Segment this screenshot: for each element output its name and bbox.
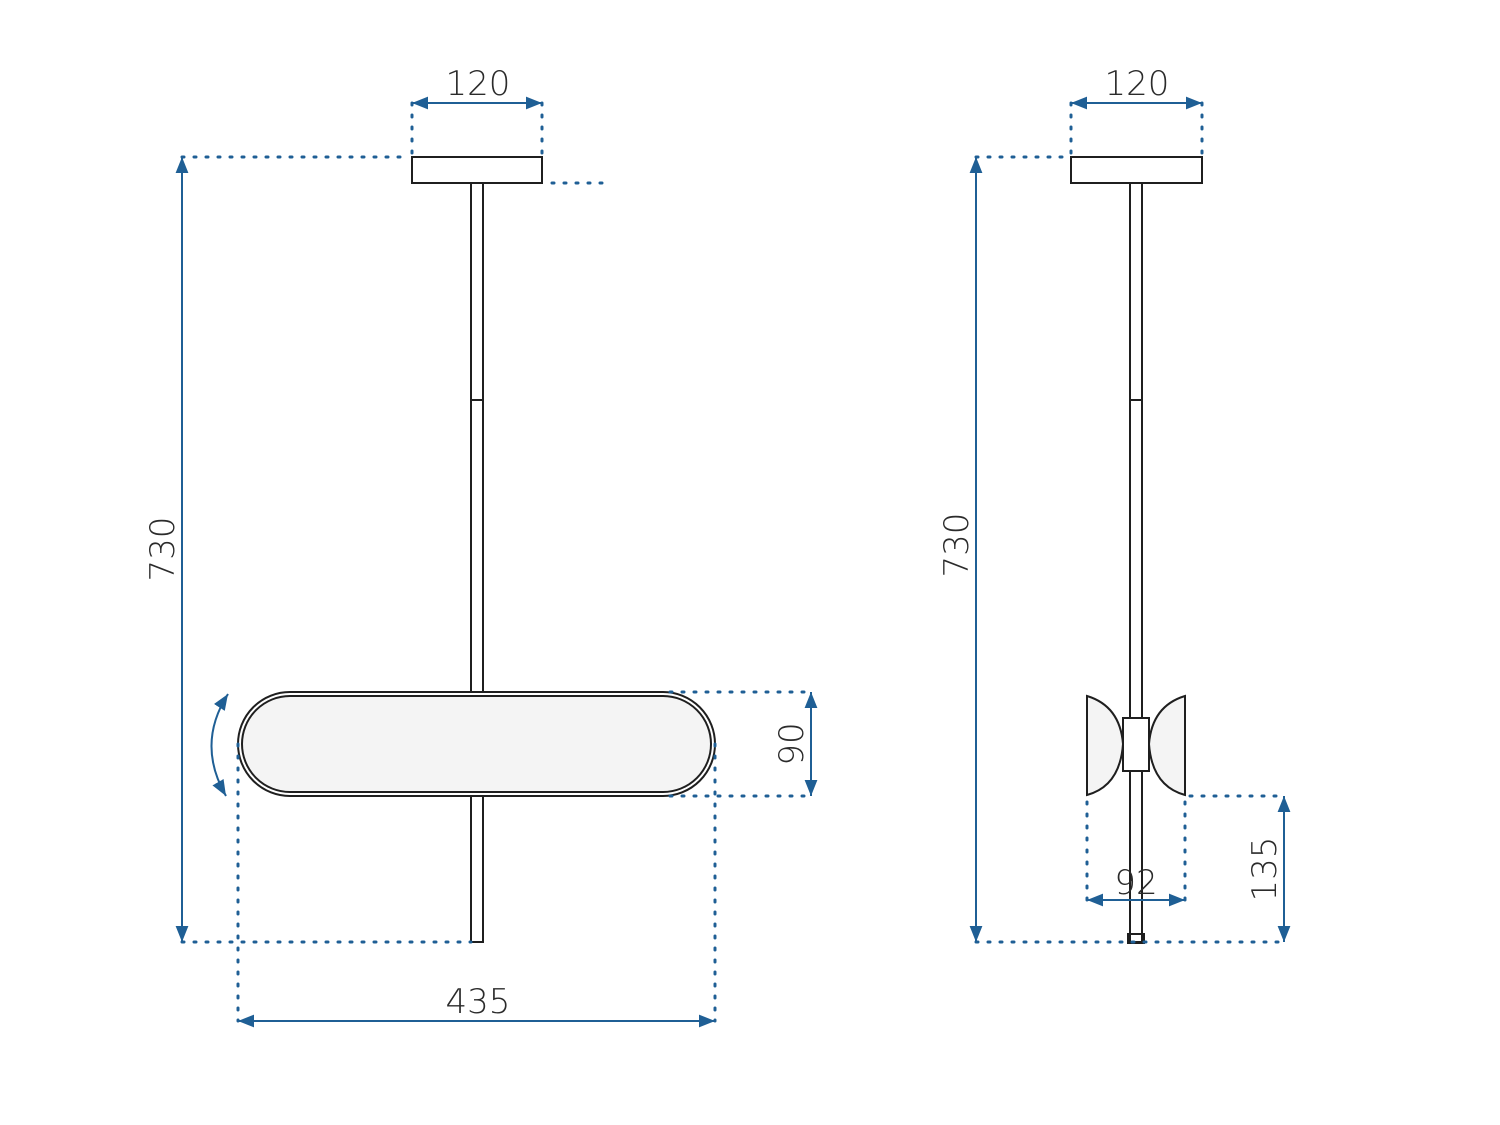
side-canopy: [1070, 156, 1203, 184]
side-rod-middle: [1129, 399, 1143, 719]
front-height-label: 730: [143, 517, 183, 582]
front-rod-upper: [470, 182, 484, 401]
side-shade-right: [1147, 694, 1186, 797]
front-view: 120 730 90 435: [143, 64, 818, 1028]
rotation-arrow-icon: [210, 693, 229, 797]
side-bottom-offset-label: 135: [1245, 837, 1285, 902]
front-shade-width-label: 435: [446, 982, 511, 1022]
front-canopy-width-label: 120: [446, 64, 511, 104]
side-bracket: [1122, 717, 1150, 772]
side-canopy-width-label: 120: [1105, 64, 1170, 104]
front-shade-height-label: 90: [772, 722, 812, 765]
front-canopy: [411, 156, 543, 184]
side-shade-left: [1086, 694, 1125, 797]
side-shade-depth-label: 92: [1114, 863, 1157, 903]
front-rod-middle: [470, 399, 484, 693]
front-shade: [241, 695, 712, 793]
side-view: 120 730 92 135: [937, 64, 1291, 944]
side-height-label: 730: [937, 513, 977, 578]
side-rod-upper: [1129, 182, 1143, 401]
front-rod-lower: [470, 795, 484, 943]
side-rod-cap: [1127, 933, 1145, 944]
side-rod-lower: [1129, 770, 1143, 943]
